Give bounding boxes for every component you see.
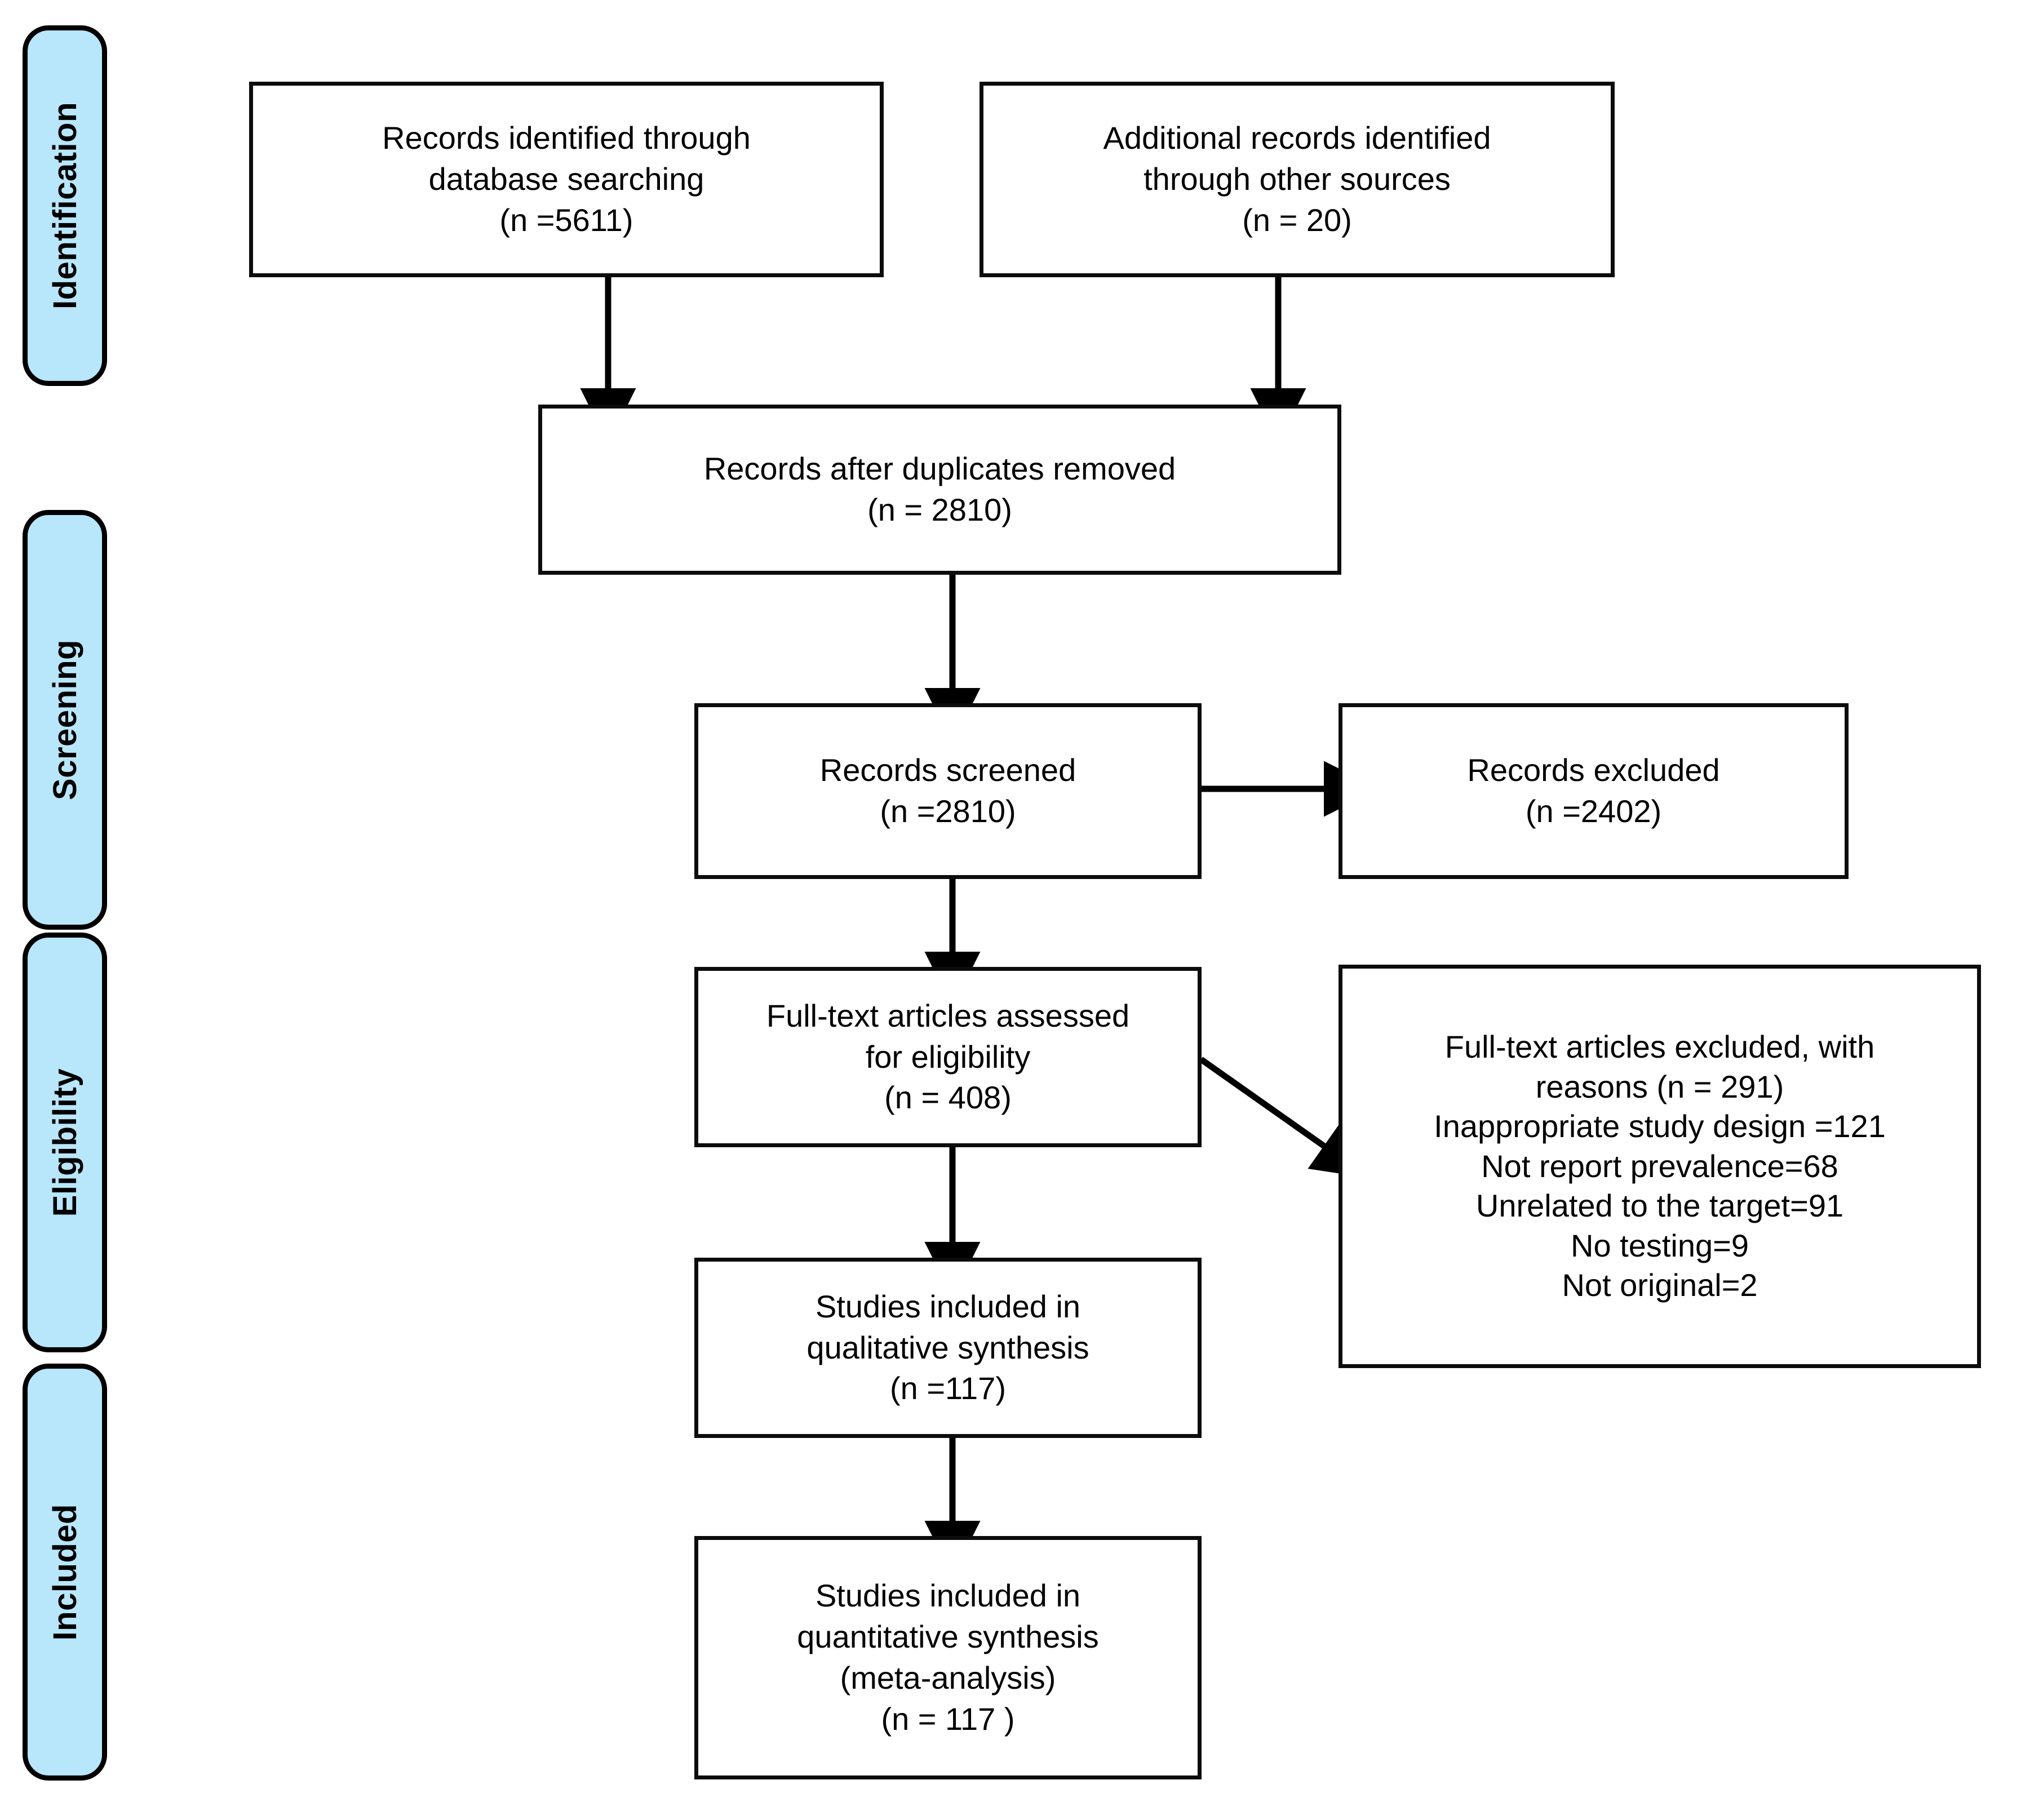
- box-additional-records: Additional records identified through ot…: [980, 82, 1615, 277]
- box-records-identified-text: Records identified through database sear…: [382, 120, 751, 238]
- box-duplicates-removed-text: Records after duplicates removed (n = 28…: [703, 451, 1176, 527]
- box-records-identified: Records identified through database sear…: [249, 82, 884, 277]
- arrow-fulltext-to-excluded: [1199, 1057, 1370, 1178]
- stage-label-screening: Screening: [46, 640, 83, 800]
- box-records-screened: Records screened (n =2810): [694, 703, 1202, 879]
- box-fulltext-excluded: Full-text articles excluded, with reason…: [1339, 965, 1981, 1368]
- box-records-excluded: Records excluded (n =2402): [1339, 703, 1849, 879]
- stage-pill-eligibility: Eligibility: [23, 933, 107, 1352]
- box-records-screened-text: Records screened (n =2810): [819, 752, 1076, 829]
- box-quantitative-synthesis-text: Studies included in quantitative synthes…: [797, 1578, 1099, 1737]
- stage-pill-included: Included: [23, 1364, 107, 1781]
- stage-pill-identification: Identification: [23, 25, 107, 386]
- stage-label-included: Included: [46, 1503, 83, 1641]
- box-fulltext-excluded-text: Full-text articles excluded, with reason…: [1434, 1029, 1886, 1303]
- box-qualitative-synthesis: Studies included in qualitative synthesi…: [694, 1258, 1202, 1438]
- box-fulltext-assessed: Full-text articles assessed for eligibil…: [694, 967, 1202, 1147]
- stage-pill-screening: Screening: [23, 510, 107, 930]
- stage-label-identification: Identification: [46, 102, 83, 309]
- stage-label-eligibility: Eligibility: [46, 1068, 83, 1217]
- box-qualitative-synthesis-text: Studies included in qualitative synthesi…: [806, 1288, 1089, 1406]
- box-duplicates-removed: Records after duplicates removed (n = 28…: [538, 405, 1341, 575]
- box-fulltext-assessed-text: Full-text articles assessed for eligibil…: [766, 997, 1130, 1116]
- box-additional-records-text: Additional records identified through ot…: [1103, 120, 1491, 238]
- box-quantitative-synthesis: Studies included in quantitative synthes…: [694, 1536, 1202, 1779]
- box-records-excluded-text: Records excluded (n =2402): [1467, 752, 1720, 829]
